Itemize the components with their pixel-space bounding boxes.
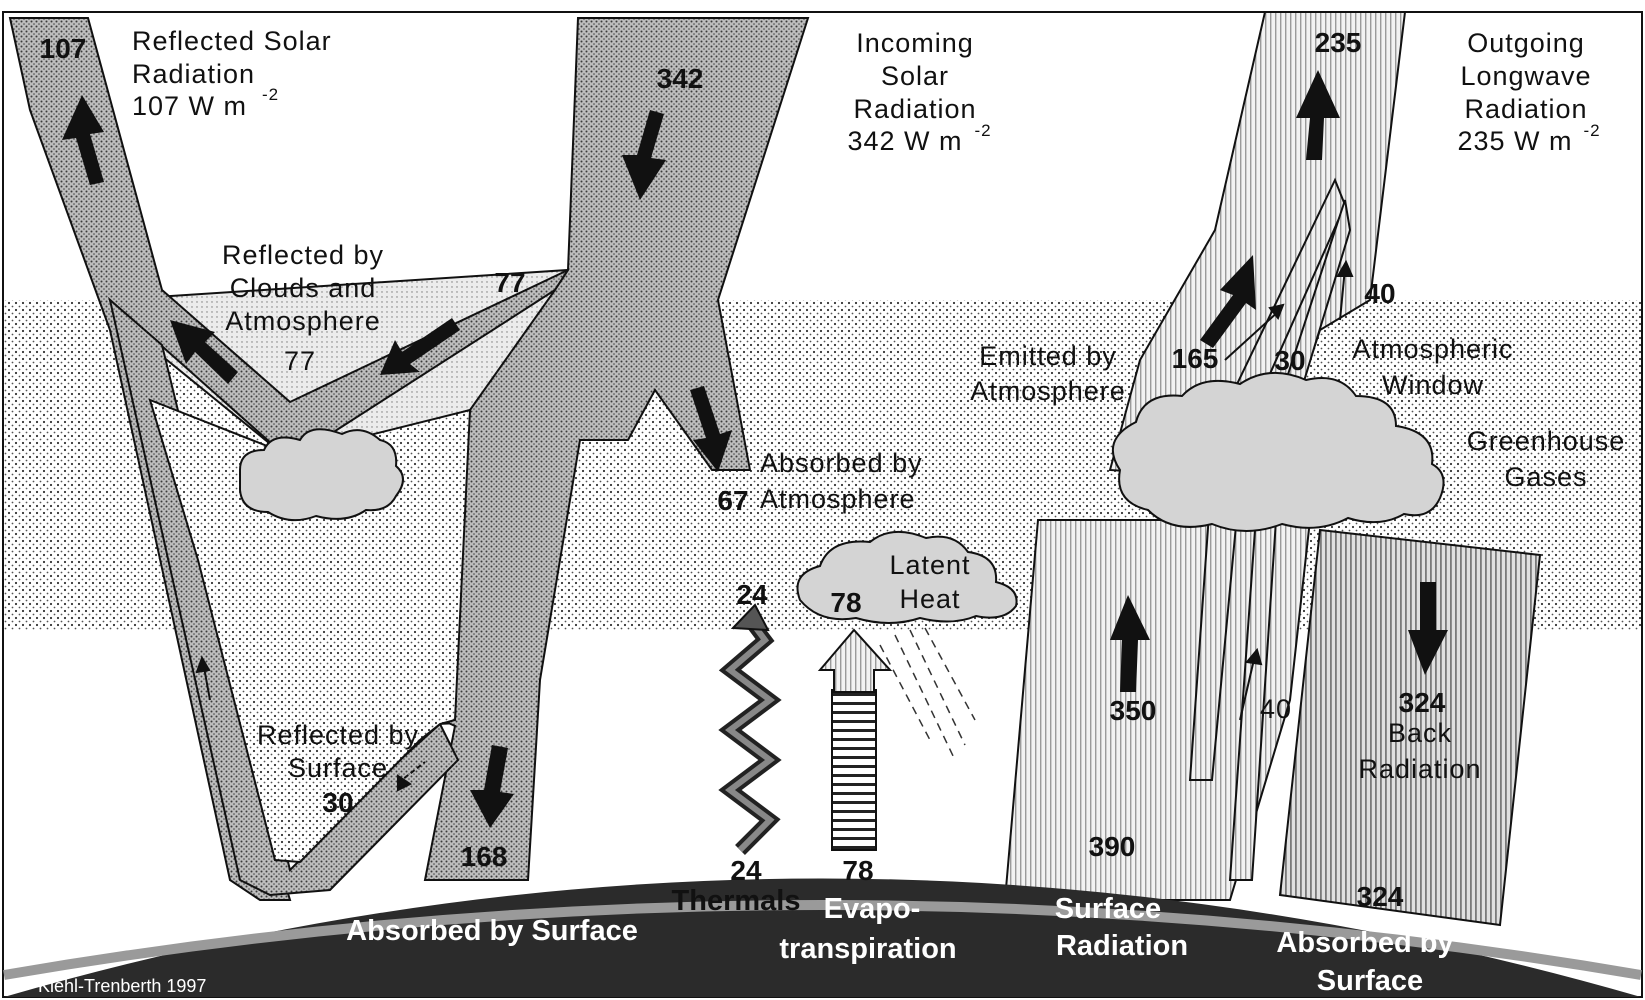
- arrow-324-down: [1408, 582, 1448, 675]
- value-window-30: 30: [1274, 345, 1305, 376]
- lower-v-interior: [148, 398, 472, 864]
- cloud-latent: [796, 531, 1018, 624]
- svg-text:Surface: Surface: [1317, 965, 1423, 997]
- value-window-40-mid: 40: [1260, 694, 1292, 724]
- svg-text:Incoming: Incoming: [856, 28, 974, 58]
- evapo-column: [831, 689, 877, 851]
- svg-text:Gases: Gases: [1504, 462, 1587, 492]
- ground-thermals: Thermals: [672, 885, 801, 917]
- label-incoming-solar: Incoming Solar Radiation 342 W m -2: [847, 28, 991, 156]
- label-back-radiation: Back Radiation: [1358, 718, 1481, 784]
- svg-text:-2: -2: [1583, 121, 1600, 140]
- ground-evapo: Evapo- transpiration: [779, 893, 956, 965]
- svg-text:Latent: Latent: [889, 550, 970, 580]
- rain-streaks: [879, 627, 976, 761]
- svg-text:Surface: Surface: [1055, 893, 1161, 925]
- value-latent-bottom: 78: [842, 855, 873, 886]
- value-latent-top: 78: [830, 587, 861, 618]
- value-absorbed-surface: 168: [461, 841, 508, 872]
- back-radiation-band: [1278, 528, 1542, 927]
- value-outgoing: 235: [1315, 27, 1362, 58]
- label-atm-window: Atmospheric Window: [1352, 334, 1513, 400]
- value-absorbed-atm: 67: [717, 485, 748, 516]
- svg-text:Atmospheric: Atmospheric: [1352, 334, 1513, 364]
- svg-text:Surface: Surface: [288, 753, 388, 783]
- arrow-absorbed-atm: [690, 386, 732, 472]
- svg-text:Evapo-: Evapo-: [824, 893, 921, 925]
- arrow-168-down: [470, 745, 514, 828]
- evapo-arrowhead: [817, 628, 893, 693]
- svg-text:Clouds and: Clouds and: [230, 273, 377, 303]
- value-thermals-bottom: 24: [730, 855, 762, 886]
- value-back-rad: 324: [1399, 687, 1446, 718]
- svg-text:-2: -2: [262, 85, 279, 104]
- svg-text:Outgoing: Outgoing: [1467, 28, 1585, 58]
- arrow-235-up: [1296, 70, 1340, 160]
- label-absorbed-atm: Absorbed by Atmosphere: [760, 448, 923, 514]
- arrow-77-down: [380, 318, 460, 375]
- label-emitted-atm: Emitted by Atmosphere: [970, 341, 1126, 406]
- svg-text:Radiation: Radiation: [853, 94, 976, 124]
- value-surface-up: 350: [1110, 695, 1157, 726]
- svg-text:Absorbed by: Absorbed by: [760, 448, 923, 478]
- arrow-350-up: [1110, 595, 1150, 692]
- svg-text:107 W m: 107 W m: [132, 91, 247, 121]
- arrow-reflected-up: [62, 95, 104, 185]
- svg-text:Reflected by: Reflected by: [257, 720, 419, 750]
- value-surface-total: 390: [1089, 831, 1136, 862]
- label-reflected-surface: Reflected by Surface: [257, 720, 419, 783]
- label-outgoing-lw: Outgoing Longwave Radiation 235 W m -2: [1457, 28, 1600, 156]
- svg-text:Radiation: Radiation: [1358, 754, 1481, 784]
- flow-arrows: [62, 70, 1448, 828]
- flow-values: 107 342 235 77 30 168 67 24 24 78 78 165…: [40, 27, 1446, 912]
- arrow-165-up: [1200, 255, 1256, 348]
- svg-text:Atmosphere: Atmosphere: [225, 306, 381, 336]
- label-reflected-solar: Reflected Solar Radiation 107 W m -2: [132, 26, 332, 121]
- earth-surface: [4, 878, 1641, 997]
- svg-text:Atmosphere: Atmosphere: [970, 376, 1126, 406]
- credit-text: Kiehl-Trenberth 1997: [38, 976, 206, 996]
- value-incoming: 342: [657, 63, 704, 94]
- label-reflected-clouds: Reflected by Clouds and Atmosphere 77: [222, 240, 384, 376]
- label-greenhouse: Greenhouse Gases: [1467, 426, 1626, 492]
- arrow-incoming-down: [622, 110, 666, 200]
- svg-text:Back: Back: [1388, 718, 1452, 748]
- value-thermals-top: 24: [736, 579, 768, 610]
- ground-absorbed-surface: Absorbed by Surface: [346, 915, 638, 947]
- value-emitted-atm: 165: [1172, 343, 1219, 374]
- thin-arrows: [195, 259, 1354, 792]
- arrow-cloud-reflect: [170, 320, 238, 384]
- cloud-right: [1111, 371, 1445, 532]
- svg-text:Window: Window: [1382, 370, 1484, 400]
- svg-text:Radiation: Radiation: [1056, 930, 1188, 962]
- svg-text:Heat: Heat: [899, 584, 960, 614]
- svg-text:Greenhouse: Greenhouse: [1467, 426, 1626, 456]
- svg-text:77: 77: [284, 346, 316, 376]
- svg-text:-2: -2: [974, 121, 991, 140]
- label-latent-heat: Latent Heat: [889, 550, 970, 614]
- svg-text:Radiation: Radiation: [132, 59, 255, 89]
- value-window-40-top: 40: [1364, 278, 1395, 309]
- svg-text:Solar: Solar: [881, 61, 949, 91]
- svg-text:Reflected by: Reflected by: [222, 240, 384, 270]
- svg-text:342 W m: 342 W m: [847, 126, 962, 156]
- value-reflected-surface: 30: [322, 787, 353, 818]
- value-reflected-total: 107: [40, 33, 87, 64]
- thermals-arrowhead: [730, 603, 770, 632]
- svg-text:Emitted by: Emitted by: [979, 341, 1117, 371]
- incoming-solar-band: [423, 17, 810, 881]
- ground-absorbed-by-surface: Absorbed by Surface: [1276, 927, 1453, 997]
- value-back-absorbed: 324: [1357, 881, 1404, 912]
- ground-surface-radiation: Surface Radiation: [1055, 893, 1188, 962]
- svg-text:235 W m: 235 W m: [1457, 126, 1572, 156]
- svg-text:Longwave: Longwave: [1460, 61, 1591, 91]
- svg-text:Absorbed by: Absorbed by: [1276, 927, 1453, 959]
- svg-text:transpiration: transpiration: [779, 933, 956, 965]
- cloud-left: [239, 428, 404, 522]
- svg-text:Radiation: Radiation: [1464, 94, 1587, 124]
- svg-text:Atmosphere: Atmosphere: [760, 484, 916, 514]
- value-reflected-clouds: 77: [494, 267, 525, 298]
- svg-text:Reflected Solar: Reflected Solar: [132, 26, 332, 56]
